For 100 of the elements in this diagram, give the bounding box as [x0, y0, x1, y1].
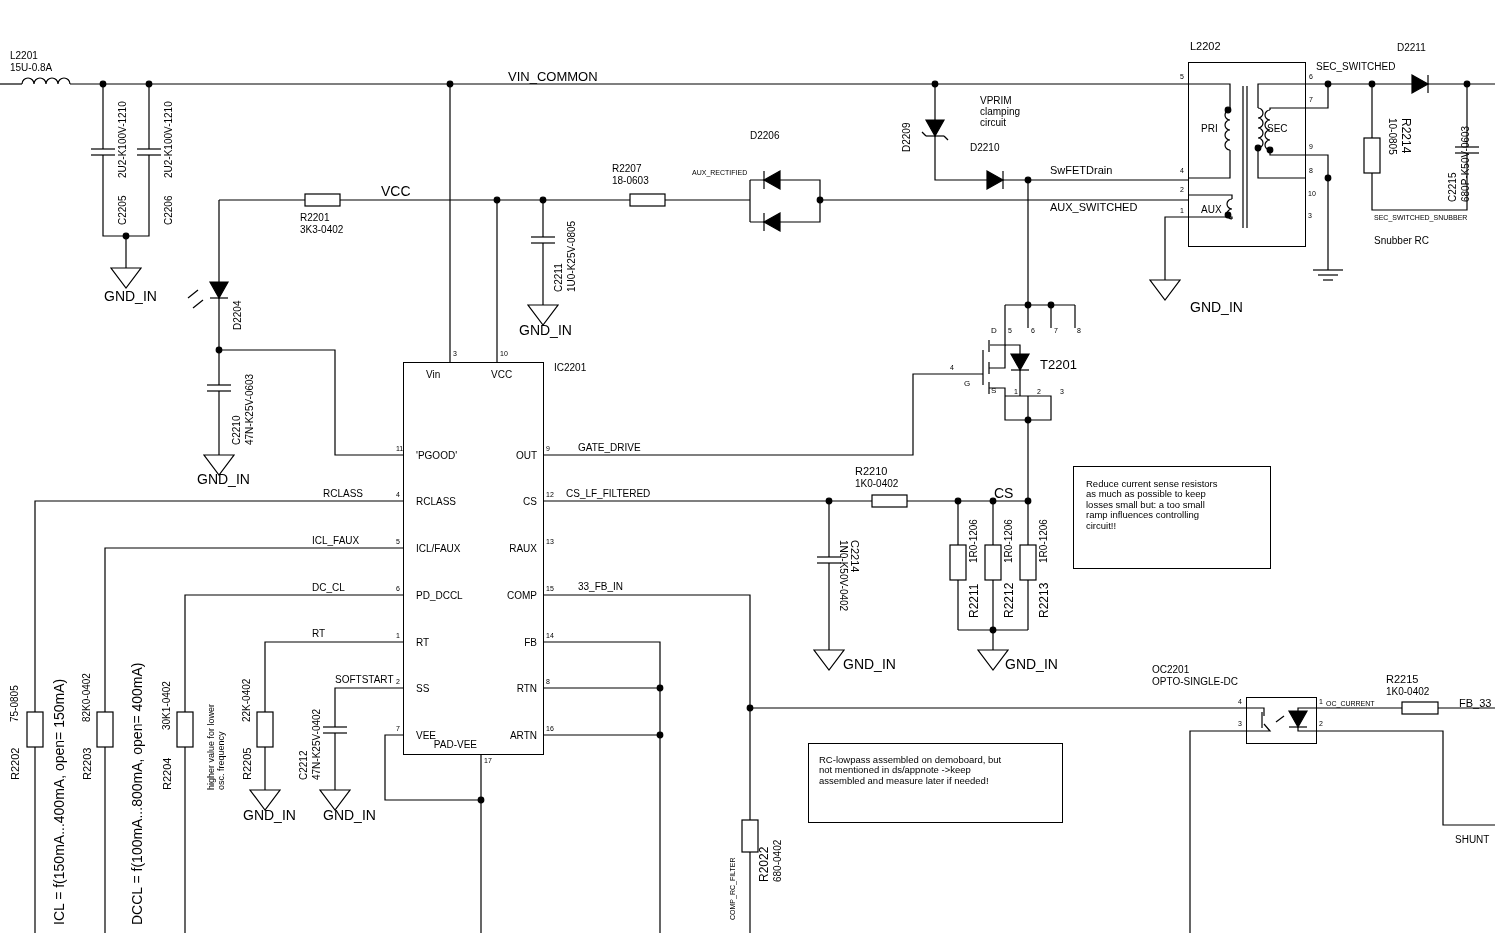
- reference-designator: D2209: [901, 122, 912, 152]
- reference-designator: C2210: [231, 415, 242, 445]
- reference-designator: R2210: [855, 465, 888, 478]
- pin-name: VEE: [416, 730, 436, 741]
- component-value: 30K1-0402: [161, 681, 172, 730]
- pin-name: VCC: [491, 369, 513, 380]
- reference-designator: R2201: [300, 212, 330, 223]
- reference-designator: C2211: [553, 263, 564, 292]
- component-value: 680-0402: [772, 839, 783, 882]
- pin-name: COMP: [507, 590, 537, 601]
- pin-name: SS: [416, 683, 430, 694]
- component-value: 1K0-0402: [855, 478, 899, 489]
- winding-label: AUX: [1201, 204, 1222, 215]
- pin-name: Vin: [426, 369, 441, 380]
- wire: [543, 594, 1247, 709]
- pin-name: CS: [523, 496, 537, 507]
- reference-designator: C2212: [298, 750, 309, 780]
- pin-name: RAUX: [509, 543, 537, 554]
- component-value: 3K3-0402: [300, 224, 344, 235]
- note-text: RC-lowpass assembled on demoboard, but not mentioned in ds/appnote ->keep assembled and measure later if needed!: [819, 755, 1003, 787]
- reference-designator: R2215: [1386, 673, 1419, 686]
- net-label: SEC_SWITCHED: [1316, 61, 1396, 72]
- reference-designator: R2211: [968, 583, 982, 618]
- reference-designator: T2201: [1040, 358, 1077, 373]
- net-label: DC_CL: [312, 582, 345, 593]
- reference-designator: C2215: [1447, 172, 1458, 202]
- pin-name: ARTN: [509, 730, 537, 741]
- component-value: OPTO-SINGLE-DC: [1152, 676, 1238, 687]
- component-value: 15U-0.8A: [10, 62, 53, 73]
- winding-label: SEC: [1267, 123, 1288, 134]
- reference-designator: R2212: [1003, 582, 1017, 618]
- reference-designator: C2206: [163, 195, 174, 225]
- note-panel: [808, 743, 1063, 823]
- optocoupler-body: [1246, 697, 1317, 744]
- ic-body: [403, 362, 544, 755]
- pin-name: OUT: [515, 450, 537, 461]
- pin-name: 'PGOOD': [416, 450, 458, 461]
- reference-designator: R2203: [81, 747, 94, 780]
- reference-designator: R2204: [161, 757, 174, 790]
- annotation-text: Snubber RC: [1374, 235, 1430, 246]
- annotation-text: DCCL = f(100mA...800mA, open= 400mA): [130, 662, 146, 925]
- component-value: 75-0805: [9, 685, 20, 722]
- pin-name: FB: [524, 637, 537, 648]
- net-label: SHUNT: [1455, 834, 1490, 845]
- net-label: CS_LF_FILTERED: [566, 488, 651, 499]
- pin-name: PAD-VEE: [433, 739, 477, 750]
- component-value: 2U2-K100V-1210: [117, 101, 128, 178]
- net-label: GATE_DRIVE: [578, 442, 641, 453]
- note-panel: [1073, 466, 1271, 569]
- pin-name: ICL/FAUX: [416, 543, 461, 554]
- component-value: 47N-K25V-0603: [244, 373, 255, 445]
- component-value: 1N0-K50V-0402: [838, 540, 849, 612]
- net-label: VIN_COMMON: [508, 70, 598, 85]
- net-label: VCC: [381, 184, 411, 200]
- ground-label: GND_IN: [323, 808, 376, 824]
- reference-designator: L2202: [1190, 40, 1221, 53]
- component-value: 18-0603: [612, 175, 649, 186]
- reference-designator: D2211: [1397, 42, 1426, 53]
- ground-label: GND_IN: [519, 323, 572, 339]
- net-label: SwFETDrain: [1050, 164, 1113, 177]
- component-value: 82K0-0402: [81, 673, 92, 722]
- ground-label: GND_IN: [104, 289, 157, 305]
- pin-name: RT: [416, 637, 430, 648]
- net-label: CS: [994, 486, 1014, 502]
- component-value: 1R0-1206: [1003, 519, 1014, 563]
- ground-label: GND_IN: [243, 808, 296, 824]
- pin-name: PD_DCCL: [416, 590, 463, 601]
- pin-name: G: [964, 380, 971, 389]
- net-label: AUX_SWITCHED: [1050, 201, 1138, 214]
- reference-designator: OC2201: [1152, 664, 1190, 675]
- component-value: 1R0-1206: [968, 519, 979, 563]
- pin-name: S: [991, 387, 997, 396]
- pin-name: D: [991, 327, 997, 336]
- component-value: 1R0-1206: [1038, 519, 1049, 563]
- component-value: 2U2-K100V-1210: [163, 101, 174, 178]
- reference-designator: L2201: [10, 50, 38, 61]
- edge-label: 33_FB_IN: [578, 581, 624, 592]
- ground-label: GND_IN: [843, 657, 896, 673]
- annotation-text: higher value for lower osc. frequency: [207, 702, 227, 790]
- component-value: 22K-0402: [241, 678, 252, 722]
- reference-designator: IC2201: [554, 362, 587, 373]
- reference-designator: R2202: [9, 747, 22, 780]
- component-value: 1U0-K25V-0805: [566, 220, 577, 292]
- component-value: 10-0805: [1387, 118, 1398, 155]
- net-label: FB_33: [1459, 697, 1492, 710]
- reference-designator: D2204: [232, 300, 243, 330]
- component-value: 1K0-0402: [1386, 686, 1430, 697]
- component-value: 680P-K50V-0603: [1460, 125, 1471, 202]
- net-label: RCLASS: [323, 488, 363, 499]
- reference-designator: C2205: [117, 195, 128, 225]
- ground-label: GND_IN: [1190, 300, 1243, 316]
- net-label: ICL_FAUX: [312, 535, 360, 546]
- ground-label: GND_IN: [197, 472, 250, 488]
- ground-label: GND_IN: [1005, 657, 1058, 673]
- transformer-body: [1188, 62, 1306, 247]
- pin-name: RTN: [516, 683, 537, 694]
- annotation-text: VPRIM clamping circuit: [980, 95, 1022, 128]
- reference-designator: R2213: [1038, 582, 1052, 618]
- component-value: 47N-K25V-0402: [311, 708, 322, 780]
- reference-designator: D2206: [750, 130, 780, 141]
